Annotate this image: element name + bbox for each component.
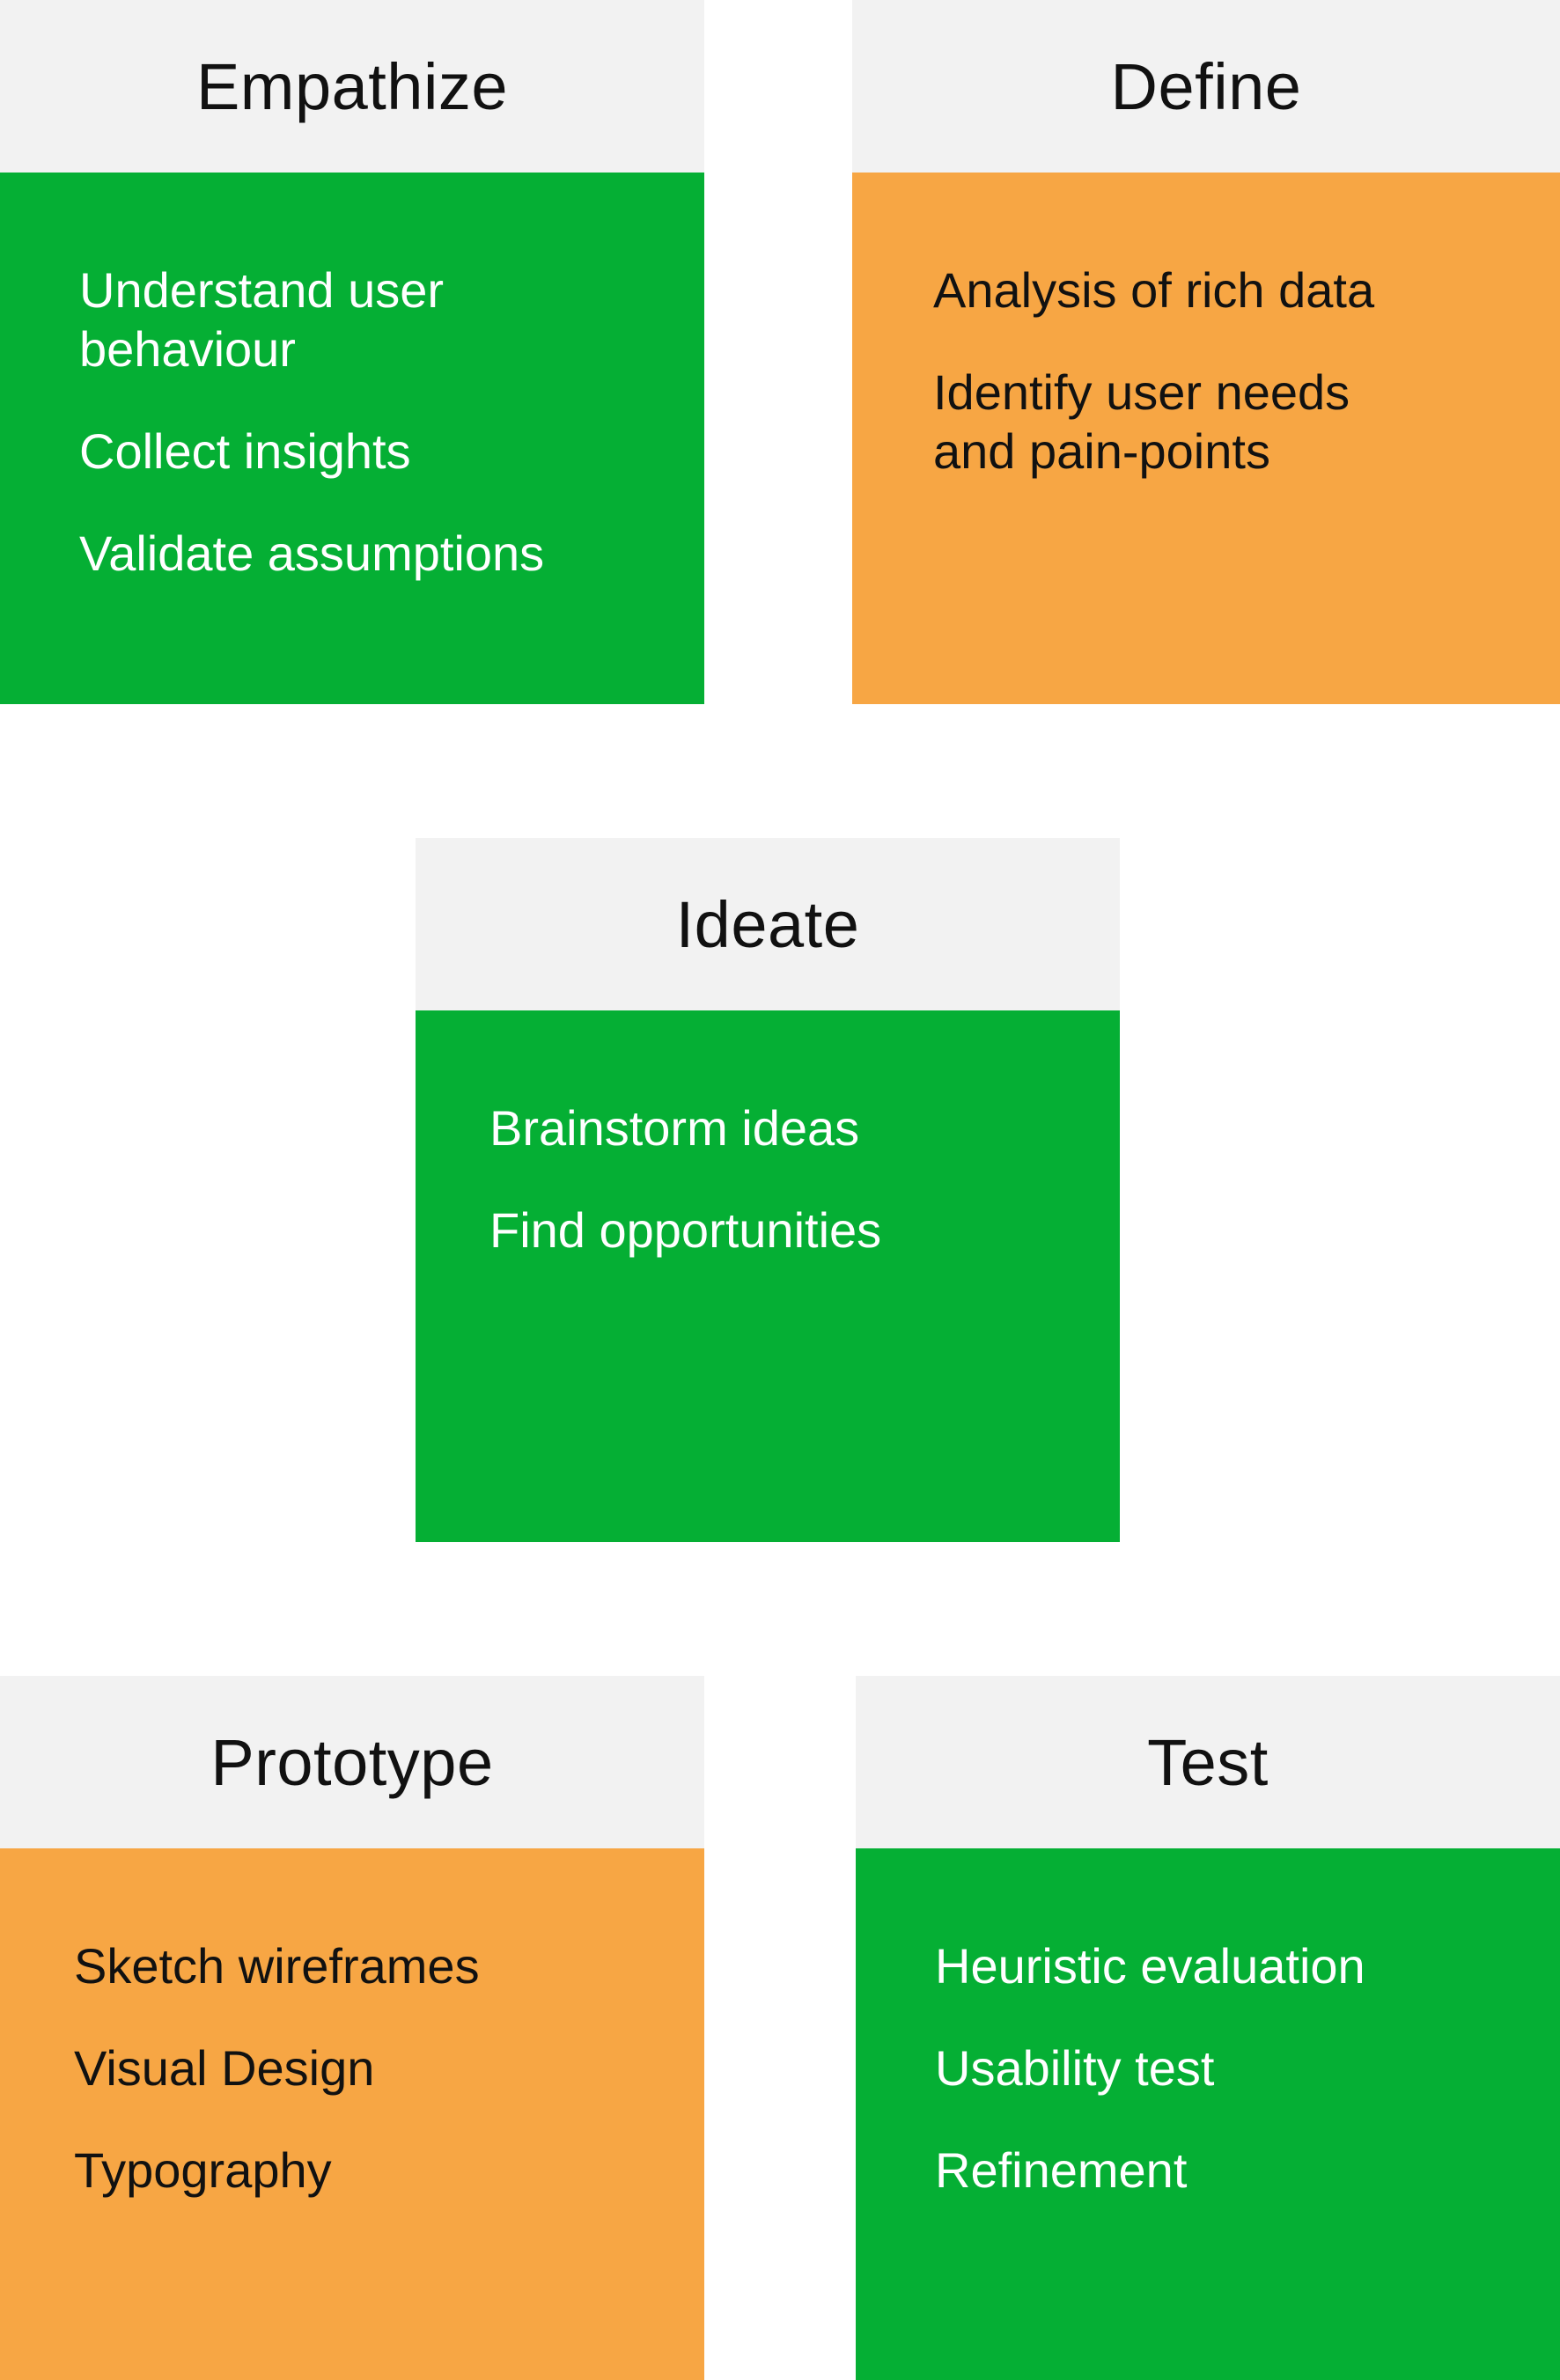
stage-item: Find opportunities bbox=[489, 1202, 882, 1258]
stage-item: Understand user behaviour bbox=[79, 262, 445, 377]
stage-item: Analysis of rich data bbox=[933, 262, 1375, 318]
stage-card-empathize: Empathize Understand user behaviour Coll… bbox=[0, 0, 704, 704]
stage-title: Prototype bbox=[0, 1676, 704, 1848]
stage-body: Analysis of rich data Identify user need… bbox=[852, 173, 1560, 704]
stage-item: Identify user needs and pain-points bbox=[933, 364, 1350, 479]
stage-card-ideate: Ideate Brainstorm ideas Find opportuniti… bbox=[416, 838, 1120, 1542]
stage-item: Sketch wireframes bbox=[74, 1938, 480, 1994]
stage-title: Empathize bbox=[0, 0, 704, 173]
stage-body: Understand user behaviour Collect insigh… bbox=[0, 173, 704, 704]
stage-card-define: Define Analysis of rich data Identify us… bbox=[852, 0, 1560, 704]
stage-body: Brainstorm ideas Find opportunities bbox=[416, 1010, 1120, 1542]
stage-item: Usability test bbox=[935, 2040, 1215, 2096]
stage-item: Heuristic evaluation bbox=[935, 1938, 1365, 1994]
stage-card-test: Test Heuristic evaluation Usability test… bbox=[856, 1676, 1560, 2380]
stage-title: Ideate bbox=[416, 838, 1120, 1010]
stage-item: Validate assumptions bbox=[79, 525, 545, 581]
stage-title: Test bbox=[856, 1676, 1560, 1848]
stage-item: Typography bbox=[74, 2142, 332, 2198]
stage-card-prototype: Prototype Sketch wireframes Visual Desig… bbox=[0, 1676, 704, 2380]
stage-body: Heuristic evaluation Usability test Refi… bbox=[856, 1848, 1560, 2380]
stage-title: Define bbox=[852, 0, 1560, 173]
stage-item: Brainstorm ideas bbox=[489, 1100, 860, 1156]
stage-body: Sketch wireframes Visual Design Typograp… bbox=[0, 1848, 704, 2380]
stage-item: Visual Design bbox=[74, 2040, 375, 2096]
stage-item: Refinement bbox=[935, 2142, 1188, 2198]
stage-item: Collect insights bbox=[79, 423, 411, 479]
